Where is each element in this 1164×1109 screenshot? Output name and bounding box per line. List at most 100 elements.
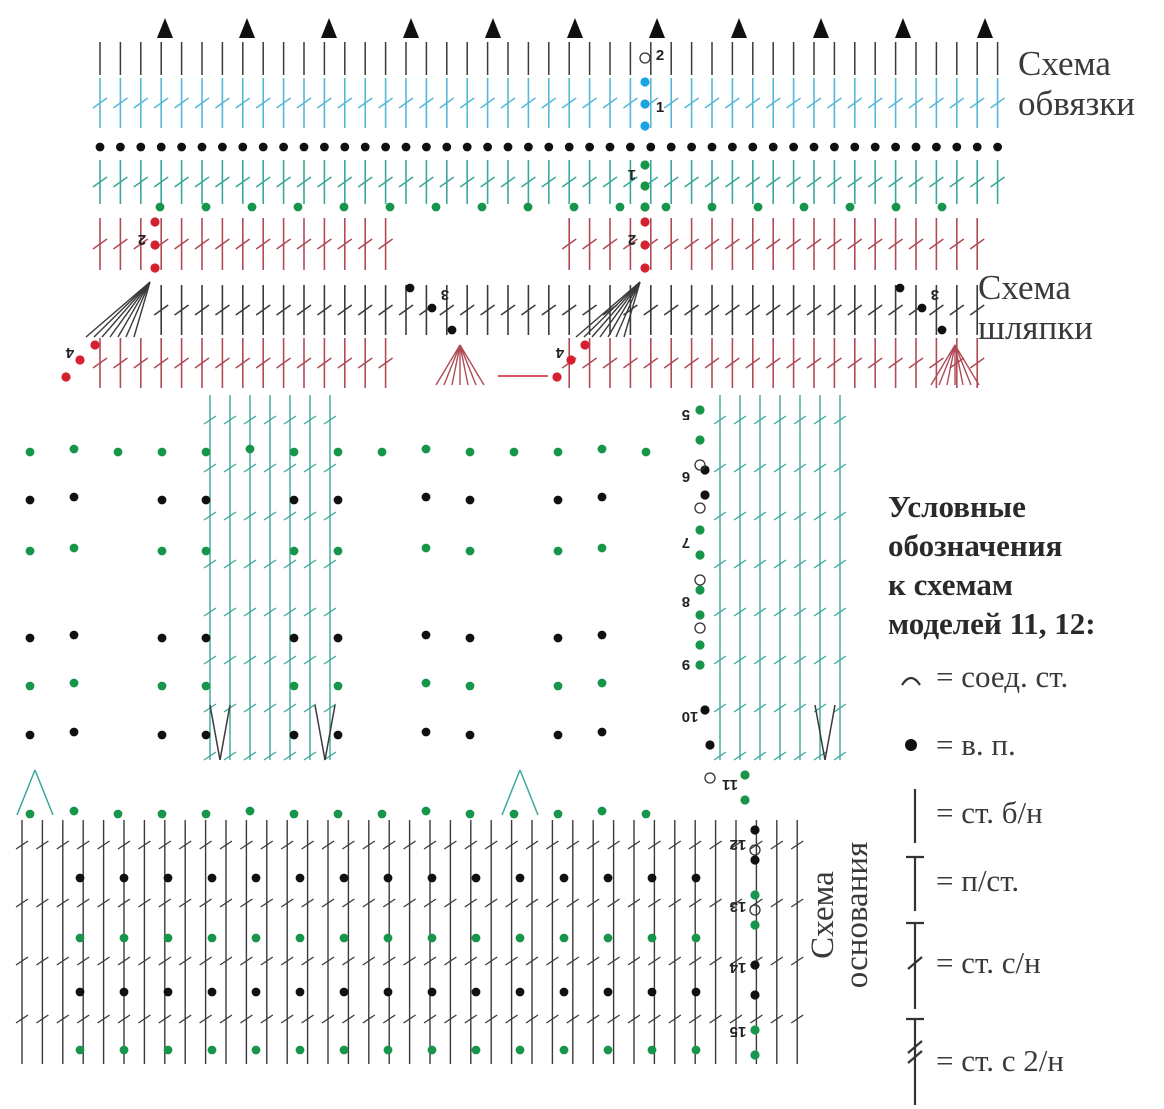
chain-dot xyxy=(553,633,563,643)
v-stitch xyxy=(16,769,36,816)
dc-stitch-tick xyxy=(806,238,822,250)
dc-stitch-tick xyxy=(648,956,661,966)
dc-stitch-tick xyxy=(627,1014,641,1024)
chain-dot xyxy=(427,303,437,313)
chain-dot-green xyxy=(201,202,211,212)
dc-stitch-tick xyxy=(301,898,314,908)
dc-stitch-tick xyxy=(745,304,761,316)
dc-stitch-tick xyxy=(223,511,237,521)
slip-ring xyxy=(639,52,651,64)
dc-stitch-tick xyxy=(378,357,394,369)
dc-stitch-tick xyxy=(561,97,577,109)
dc-stitch-tick xyxy=(418,97,434,109)
dc-stitch-tick xyxy=(444,956,457,966)
chain-dot-green xyxy=(339,1045,349,1055)
chain-dot-green xyxy=(251,933,261,943)
chain-dot-green xyxy=(119,1045,129,1055)
dc-stitch-tick xyxy=(296,176,312,188)
dc-stitch-tick xyxy=(203,463,217,473)
chain-dot-green xyxy=(615,202,625,212)
dc-stitch-tick xyxy=(303,655,317,665)
dc-stitch-tick xyxy=(949,304,965,316)
chain-dot-green xyxy=(293,202,303,212)
chain-dot xyxy=(421,492,431,502)
fan-stitch xyxy=(615,281,641,338)
dc-stitch-tick xyxy=(263,415,277,425)
chain-dot xyxy=(809,142,819,152)
dc-stitch-tick xyxy=(337,304,353,316)
chain-dot xyxy=(626,142,635,152)
fan-stitch xyxy=(101,281,151,338)
dc-stitch-tick xyxy=(480,304,496,316)
dc-stitch-tick xyxy=(684,97,700,109)
dc-stitch-tick xyxy=(668,1014,682,1024)
dc-stitch-tick xyxy=(500,176,516,188)
dc-stitch-tick xyxy=(793,751,807,761)
dc-stitch-tick xyxy=(138,898,151,908)
dc-stitch-tick xyxy=(709,956,722,966)
dc-stitch-tick xyxy=(709,840,722,850)
chain-dot-green xyxy=(691,1045,701,1055)
chain-dot xyxy=(553,546,563,556)
chain-dot-green xyxy=(603,933,613,943)
dc-stitch-tick xyxy=(813,607,827,617)
chain-dot xyxy=(251,987,261,997)
chain-dot xyxy=(850,142,860,152)
dc-stitch-tick xyxy=(378,238,394,250)
chain-dot xyxy=(564,142,574,152)
chain-dot-green xyxy=(515,1045,525,1055)
chain-dot xyxy=(509,447,519,457)
dc-stitch-tick xyxy=(704,238,720,250)
dc-stitch-tick xyxy=(484,840,498,850)
dc-stitch-tick xyxy=(133,357,149,369)
dc-stitch-tick xyxy=(949,238,965,250)
dc-stitch-tick xyxy=(773,511,787,521)
dc-stitch-tick xyxy=(303,751,317,761)
dc-stitch-tick xyxy=(133,238,149,250)
dc-stitch-tick xyxy=(263,703,277,713)
dc-stitch-tick xyxy=(813,415,827,425)
dc-stitch-tick xyxy=(888,357,904,369)
dc-stitch-tick xyxy=(480,176,496,188)
dc-stitch-tick xyxy=(283,655,297,665)
chain-dot-red xyxy=(150,240,160,250)
chain-dot xyxy=(515,987,525,997)
chain-dot xyxy=(201,546,211,556)
dc-stitch-tick xyxy=(867,176,883,188)
dc-stitch-tick xyxy=(153,304,169,316)
chain-dot xyxy=(75,987,85,997)
chain-dot xyxy=(69,630,79,640)
dc-stitch-tick xyxy=(847,97,863,109)
dc-stitch-tick xyxy=(688,840,702,850)
dc-stitch-tick xyxy=(704,304,720,316)
dc-stitch-tick xyxy=(303,463,317,473)
legend-item-single-crochet: = ст. б/н xyxy=(888,781,1160,849)
dc-stitch-tick xyxy=(263,559,277,569)
chain-dot xyxy=(421,630,431,640)
chain-dot xyxy=(333,681,343,691)
chain-dot xyxy=(333,447,343,457)
dc-stitch-tick xyxy=(301,1014,314,1024)
dc-stitch-tick xyxy=(214,97,230,109)
dc-stitch-tick xyxy=(949,176,965,188)
fan-stitch xyxy=(117,281,151,338)
dc-stitch-tick xyxy=(235,357,251,369)
legend-text-treble-crochet: = ст. с 2/н xyxy=(936,1043,1064,1078)
dc-stitch-tick xyxy=(158,956,172,966)
chain-dot-green xyxy=(383,933,393,943)
dc-stitch-tick xyxy=(194,357,210,369)
dc-stitch-tick xyxy=(260,1014,274,1024)
dc-stitch-tick xyxy=(301,840,314,850)
chain-dot xyxy=(695,640,705,650)
dc-stitch-tick xyxy=(403,898,416,908)
chain-dot xyxy=(647,987,657,997)
dc-stitch-tick xyxy=(753,415,767,425)
base-row-number: 14 xyxy=(729,959,746,976)
dc-stitch-tick xyxy=(733,703,747,713)
dc-stitch-tick xyxy=(174,304,190,316)
chain-dot xyxy=(25,447,35,457)
chain-dot xyxy=(597,678,607,688)
chain-dot xyxy=(340,142,350,152)
dc-stitch-tick xyxy=(194,176,210,188)
dc-stitch-tick xyxy=(888,176,904,188)
